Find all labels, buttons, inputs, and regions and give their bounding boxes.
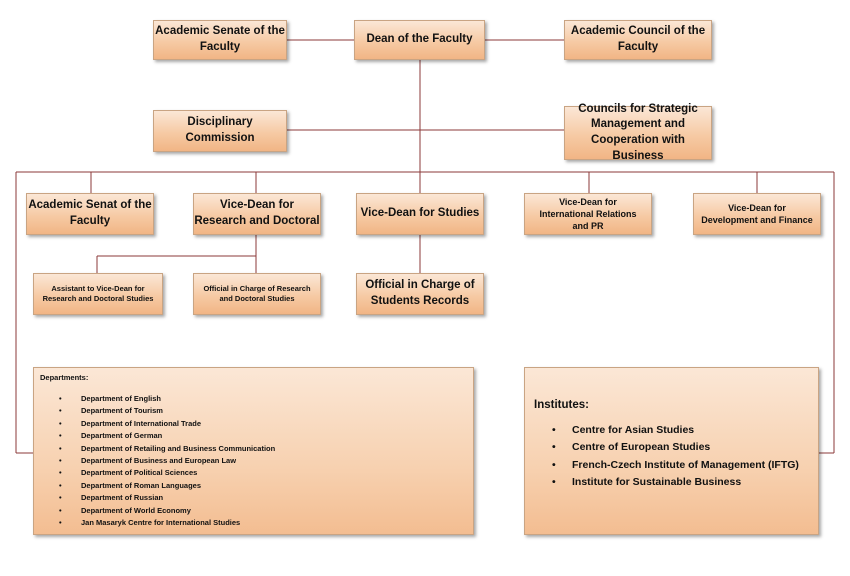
box-disciplinary-commission: Disciplinary Commission (153, 110, 287, 152)
departments-panel: Departments: Department of English Depar… (33, 367, 474, 535)
list-item: Jan Masaryk Centre for International Stu… (34, 518, 275, 530)
box-official-students: Official in Charge of Students Records (356, 273, 484, 315)
list-item: Department of German (34, 431, 275, 443)
institutes-heading: Institutes: (534, 399, 589, 411)
list-item: Department of Tourism (34, 406, 275, 418)
list-item: Department of International Trade (34, 419, 275, 431)
box-official-research: Official in Charge of Research and Docto… (193, 273, 321, 315)
list-item: Department of Political Sciences (34, 468, 275, 480)
box-academic-senate-faculty: Academic Senate of the Faculty (153, 20, 287, 60)
departments-list: Department of English Department of Tour… (34, 394, 275, 530)
box-vd-research-doctoral: Vice-Dean for Research and Doctoral (193, 193, 321, 235)
box-academic-senat-faculty: Academic Senat of the Faculty (26, 193, 154, 235)
institutes-panel: Institutes: Centre for Asian Studies Cen… (524, 367, 819, 535)
list-item: Department of Business and European Law (34, 456, 275, 468)
box-academic-council-faculty: Academic Council of the Faculty (564, 20, 712, 60)
institutes-list: Centre for Asian Studies Centre of Europ… (525, 424, 799, 494)
list-item: Department of Roman Languages (34, 481, 275, 493)
box-vd-development: Vice-Dean for Development and Finance (693, 193, 821, 235)
list-item: Department of World Economy (34, 506, 275, 518)
box-councils-strategic: Councils for Strategic Management and Co… (564, 103, 712, 162)
box-vd-studies: Vice-Dean for Studies (356, 193, 484, 235)
box-vd-international: Vice-Dean for International Relations an… (524, 193, 652, 235)
list-item: Department of Retailing and Business Com… (34, 444, 275, 456)
list-item: Department of Russian (34, 493, 275, 505)
list-item: Department of English (34, 394, 275, 406)
departments-heading: Departments: (40, 373, 89, 382)
list-item: Centre of European Studies (525, 441, 799, 458)
box-assistant-vd-research: Assistant to Vice-Dean for Research and … (33, 273, 163, 315)
list-item: Institute for Sustainable Business (525, 476, 799, 493)
list-item: Centre for Asian Studies (525, 424, 799, 441)
box-dean-of-faculty: Dean of the Faculty (354, 20, 485, 60)
list-item: French-Czech Institute of Management (IF… (525, 459, 799, 476)
